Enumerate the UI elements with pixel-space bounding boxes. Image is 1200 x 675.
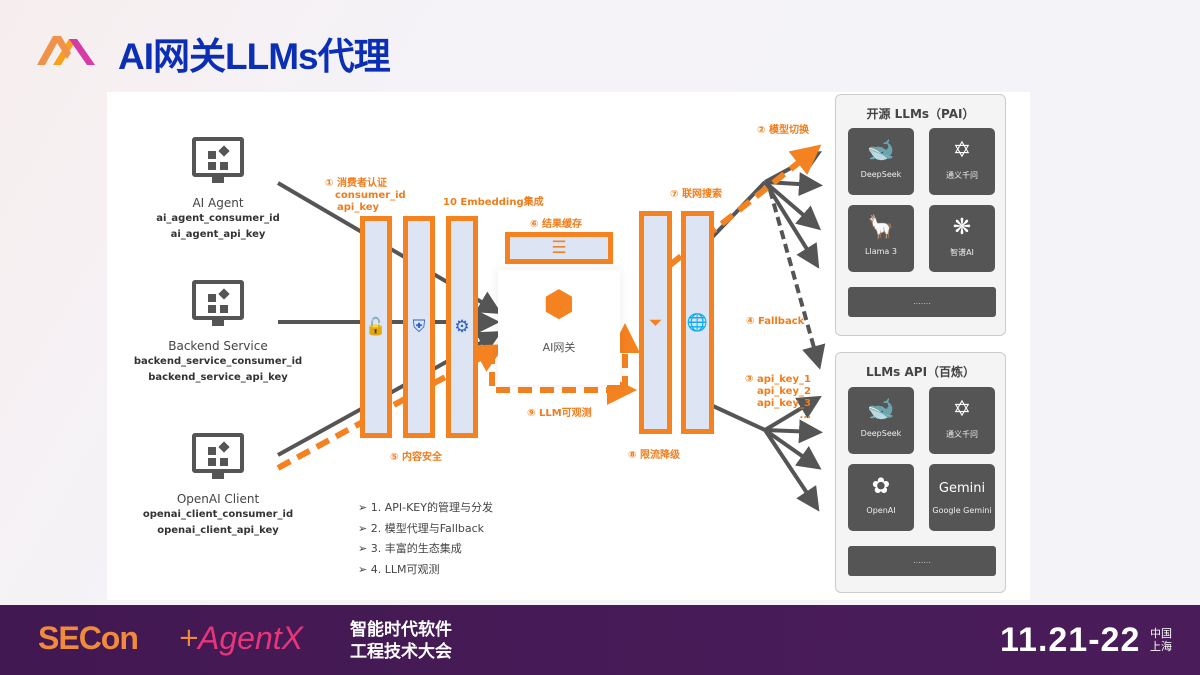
secon-logo: SECon	[38, 620, 139, 656]
logo-icon	[35, 33, 97, 71]
label-security: ⑤ 内容安全	[390, 452, 442, 463]
ratelimit-plugin-column: ⏷	[639, 211, 672, 434]
security-plugin-column: ⛨	[403, 216, 435, 438]
list-item: ➢ 1. API-KEY的管理与分发	[358, 501, 493, 514]
group-open-source-llms: 开源 LLMs（PAI） 🐋DeepSeek ✡通义千问 🦙Llama 3 ❋智…	[835, 94, 1006, 336]
search-plugin-column: 🌐	[681, 211, 714, 434]
agentx-logo: AgentX	[198, 620, 303, 656]
monitor-icon	[192, 137, 244, 183]
page-title: AI网关LLMs代理	[118, 36, 391, 77]
funnel-icon: ⏷	[648, 312, 663, 333]
gateway-cube-icon: ⬢	[543, 284, 575, 325]
gear-icon: ⚙	[454, 317, 470, 337]
zhipu-icon: ❋	[952, 215, 972, 240]
whale-icon: 🐋	[867, 138, 895, 163]
more-models-bar: .......	[848, 546, 996, 576]
label-fallback: ④ Fallback	[746, 316, 805, 327]
monitor-icon	[192, 280, 244, 326]
whale-icon: 🐋	[867, 397, 895, 422]
client-openai: OpenAI Client openai_client_consumer_id …	[118, 433, 318, 539]
list-item: ➢ 4. LLM可观测	[358, 562, 440, 576]
model-card-zhipu: ❋智谱AI	[929, 205, 995, 272]
group-llms-api: LLMs API（百炼） 🐋DeepSeek ✡通义千问 ✿OpenAI Gem…	[835, 352, 1006, 593]
model-card-deepseek: 🐋DeepSeek	[848, 128, 914, 195]
label-ratelimit: ⑧ 限流降级	[628, 450, 680, 461]
label-search: ⑦ 联网搜索	[670, 189, 722, 200]
model-card-deepseek: 🐋DeepSeek	[848, 387, 914, 454]
more-models-bar: .......	[848, 287, 996, 317]
monitor-icon	[192, 433, 244, 479]
lock-icon: 🔓	[365, 317, 387, 337]
openai-icon: ✿	[871, 474, 891, 499]
conference-name: 智能时代软件工程技术大会	[350, 620, 452, 662]
stack-icon: ☰	[551, 238, 567, 258]
embedding-plugin-column: ⚙	[446, 216, 478, 438]
client-backend-service: Backend Service backend_service_consumer…	[118, 280, 318, 386]
label-switch: ② 模型切换	[757, 125, 809, 136]
label-observe: ⑨ LLM可观测	[527, 408, 592, 419]
client-ai-agent: AI Agent ai_agent_consumer_id ai_agent_a…	[118, 137, 318, 243]
event-date: 11.21-22	[1000, 621, 1141, 659]
model-card-openai: ✿OpenAI	[848, 464, 914, 531]
qwen-icon: ✡	[952, 138, 972, 163]
feature-list: ➢ 1. API-KEY的管理与分发 ➢ 2. 模型代理与Fallback ➢ …	[358, 498, 493, 580]
shield-icon: ⛨	[412, 317, 426, 337]
model-card-qwen: ✡通义千问	[929, 128, 995, 195]
model-card-qwen: ✡通义千问	[929, 387, 995, 454]
auth-plugin-column: 🔓	[360, 216, 392, 438]
qwen-icon: ✡	[952, 397, 972, 422]
label-embedding: 10 Embedding集成	[443, 197, 544, 208]
model-card-llama: 🦙Llama 3	[848, 205, 914, 272]
cache-plugin-box: ☰	[505, 232, 613, 264]
ai-gateway-box: ⬢ AI网关	[498, 270, 620, 385]
llama-icon: 🦙	[867, 215, 895, 240]
globe-icon: 🌐	[686, 312, 709, 333]
label-cache: ⑥ 结果缓存	[530, 219, 582, 230]
footer-banner: SECon + AgentX 智能时代软件工程技术大会 11.21-22 中国上…	[0, 605, 1200, 675]
list-item: ➢ 3. 丰富的生态集成	[358, 542, 462, 555]
event-location: 中国上海	[1150, 627, 1172, 653]
gemini-icon: Gemini	[938, 481, 986, 496]
list-item: ➢ 2. 模型代理与Fallback	[358, 521, 485, 535]
